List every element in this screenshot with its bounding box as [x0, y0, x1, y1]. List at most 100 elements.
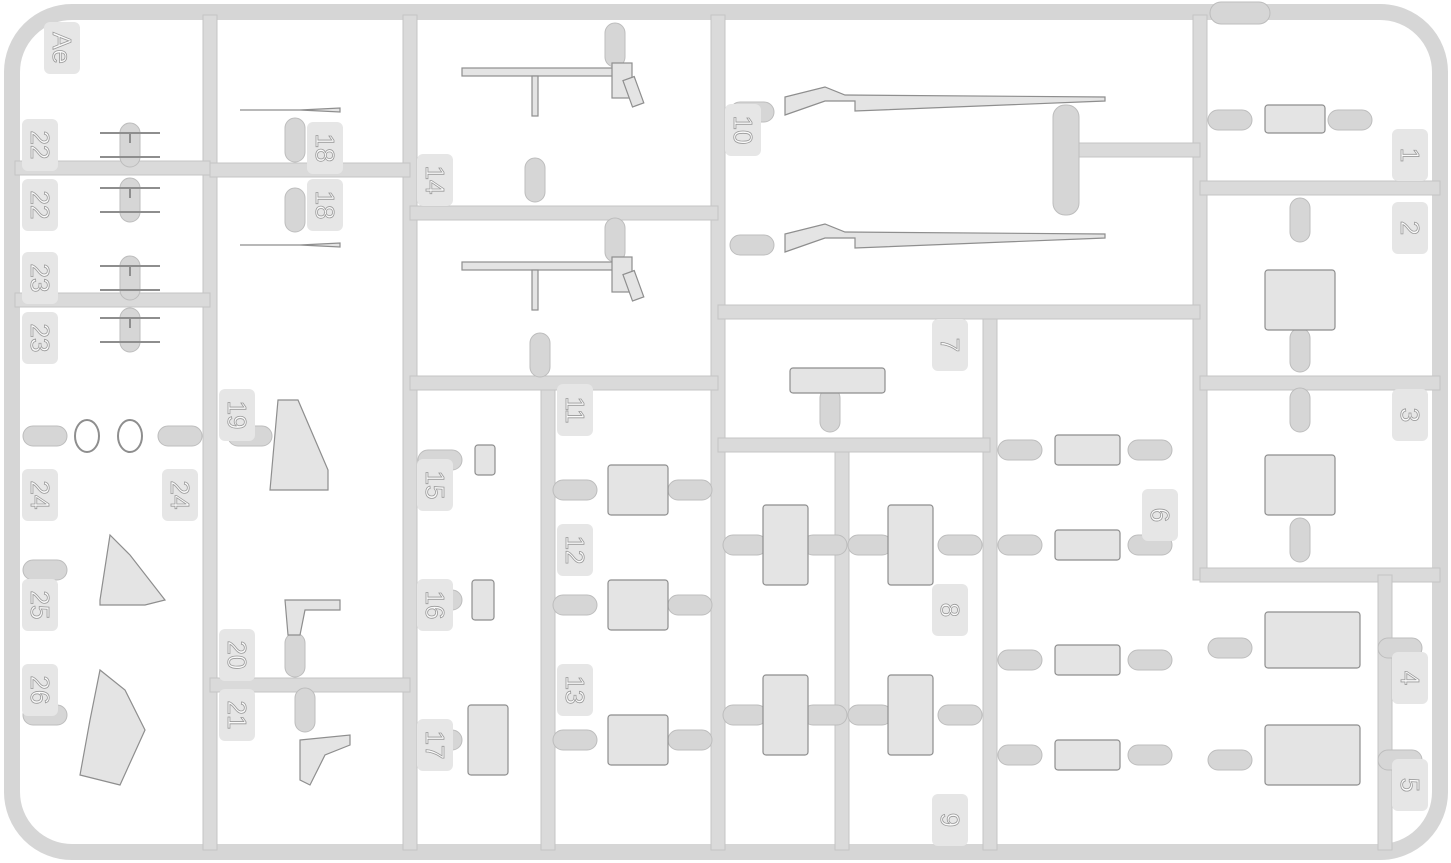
part-number-label: 11 [560, 397, 590, 424]
sprue-gate [22, 559, 68, 581]
holster-part [99, 533, 167, 606]
sprue-gate [1289, 327, 1311, 373]
part-number-label: 7 [935, 338, 965, 352]
label-tab [22, 469, 58, 521]
part-number-label: 2 [1395, 221, 1425, 235]
part-number-label: 21 [222, 701, 252, 730]
sprue-gate [284, 632, 306, 678]
smg-grip [622, 269, 645, 302]
runner-bar [1199, 567, 1441, 583]
sprue-gate [819, 387, 841, 433]
runner-bar [402, 14, 418, 851]
runner-bar [710, 14, 726, 851]
sprue-gate [552, 479, 598, 501]
smg-body [461, 67, 623, 77]
smg-body [461, 261, 623, 271]
sprue-gate [22, 425, 68, 447]
sprue-gate [119, 255, 141, 301]
label-tab [417, 459, 453, 511]
part-number-label: 19 [222, 401, 252, 430]
revolver-part [299, 734, 351, 786]
sprue-gate [119, 122, 141, 168]
sprue-gate [157, 425, 203, 447]
rifle-part [784, 223, 1106, 253]
label-tab [557, 524, 593, 576]
runner-bar [834, 444, 850, 851]
runner-bar [409, 205, 719, 221]
runner-bar [1199, 375, 1441, 391]
runner-bar [1052, 104, 1080, 216]
part-number-label: 17 [420, 731, 450, 760]
sprue-gate [284, 187, 306, 233]
handle-part [100, 132, 160, 158]
sprue-gate [1207, 749, 1253, 771]
part-number-label: 20 [222, 641, 252, 670]
bag-part [1264, 454, 1336, 516]
sprue-gate [802, 704, 848, 726]
runner-bar [14, 292, 211, 308]
part-number-label: 12 [560, 536, 590, 565]
runner-bar [982, 317, 998, 851]
part-number-label: 23 [25, 324, 55, 353]
sprue-gate [1289, 197, 1311, 243]
pouch-pair-part [762, 504, 809, 586]
bayonet-part [240, 242, 341, 248]
sprue-gate [997, 744, 1043, 766]
ammo-pouch-part [607, 714, 669, 766]
binoculars-part [1264, 104, 1326, 134]
cartridge-pouch-part [1054, 644, 1121, 676]
label-tab [725, 104, 761, 156]
label-tab [22, 664, 58, 716]
label-tab [44, 22, 80, 74]
part-number-label: 1 [1395, 148, 1425, 162]
label-tab [932, 794, 968, 846]
outer-runner [4, 4, 1448, 860]
part-number-label: 22 [25, 131, 55, 160]
label-tab [932, 319, 968, 371]
sprue-gate [667, 479, 713, 501]
sprue-gate [667, 594, 713, 616]
sprue-gate [604, 217, 626, 263]
part-number-label: 14 [420, 166, 450, 195]
pistol-part [284, 599, 341, 636]
rifle-shape [784, 223, 1106, 253]
sprue-gate [524, 157, 546, 203]
runner-bar [1192, 14, 1208, 581]
runner-bar [540, 384, 556, 851]
part-number-label: 24 [165, 481, 195, 510]
part-number-label: 26 [25, 676, 55, 705]
pouch-pair-part [887, 504, 934, 586]
smg-part [461, 62, 645, 117]
label-tab [1392, 389, 1428, 441]
part-number-label: 25 [25, 591, 55, 620]
sprue-gate [119, 307, 141, 353]
label-tab [417, 719, 453, 771]
label-tab [1392, 759, 1428, 811]
sprue-gate [722, 704, 768, 726]
sprue-gate [529, 332, 551, 378]
runner-tab [1209, 1, 1271, 25]
cartridge-pouch-part [1054, 434, 1121, 466]
sprue-gate [294, 687, 316, 733]
sprue-gate [847, 704, 893, 726]
gasmask-part [79, 668, 146, 786]
runner-bar [717, 304, 1201, 320]
label-tab [932, 584, 968, 636]
sprue-gate [1127, 439, 1173, 461]
bread-bag-part [1264, 269, 1336, 331]
label-tab [219, 689, 255, 741]
plate-part [1264, 724, 1361, 786]
pouch-pair-part [887, 674, 934, 756]
smg-magazine [531, 269, 539, 311]
sprue-gate [1127, 744, 1173, 766]
sprue-gate [997, 534, 1043, 556]
sprue-gate [604, 22, 626, 68]
pouch-pair-part [762, 674, 809, 756]
part-number-label: 15 [420, 471, 450, 500]
runner-bar [202, 14, 218, 851]
label-tab [1392, 652, 1428, 704]
handle-part [100, 187, 160, 213]
cartridge-pouch-part [1054, 529, 1121, 561]
small-case-part [474, 444, 496, 476]
